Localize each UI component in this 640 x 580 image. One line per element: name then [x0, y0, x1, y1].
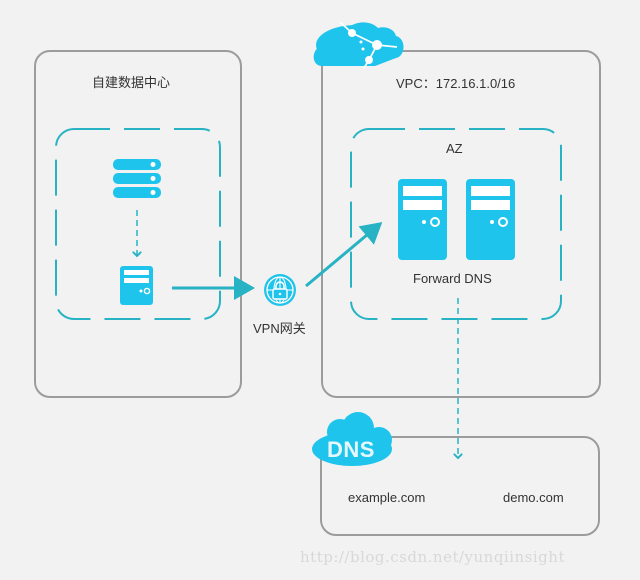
forward-dns-label: Forward DNS — [413, 271, 492, 286]
dns-domain-example: example.com — [348, 490, 426, 505]
storage-server-icon — [113, 159, 161, 198]
dns-badge: DNS — [327, 437, 375, 462]
vpn-gateway-globe-lock-icon — [264, 274, 296, 306]
datacenter-title: 自建数据中心 — [92, 75, 171, 90]
vpc-cloud-icon — [313, 21, 404, 69]
vpc-box — [321, 50, 601, 398]
watermark: http://blog.csdn.net/yunqiinsight — [300, 548, 565, 566]
datacenter-server-icon — [120, 266, 153, 305]
datacenter-inner-dashed-box — [55, 128, 221, 320]
vpc-title: VPC：172.16.1.0/16 — [396, 76, 516, 91]
dns-domain-demo: demo.com — [503, 490, 564, 505]
dns-box — [320, 436, 600, 536]
forward-dns-server-icon-2 — [466, 179, 515, 260]
az-dashed-box — [350, 128, 562, 320]
datacenter-box — [34, 50, 242, 398]
vpn-gateway-label: VPN网关 — [253, 321, 306, 336]
forward-dns-server-icon-1 — [398, 179, 447, 260]
az-title: AZ — [446, 141, 463, 156]
vpn-to-az-arrow — [305, 222, 383, 288]
dns-cloud-icon — [312, 412, 392, 466]
